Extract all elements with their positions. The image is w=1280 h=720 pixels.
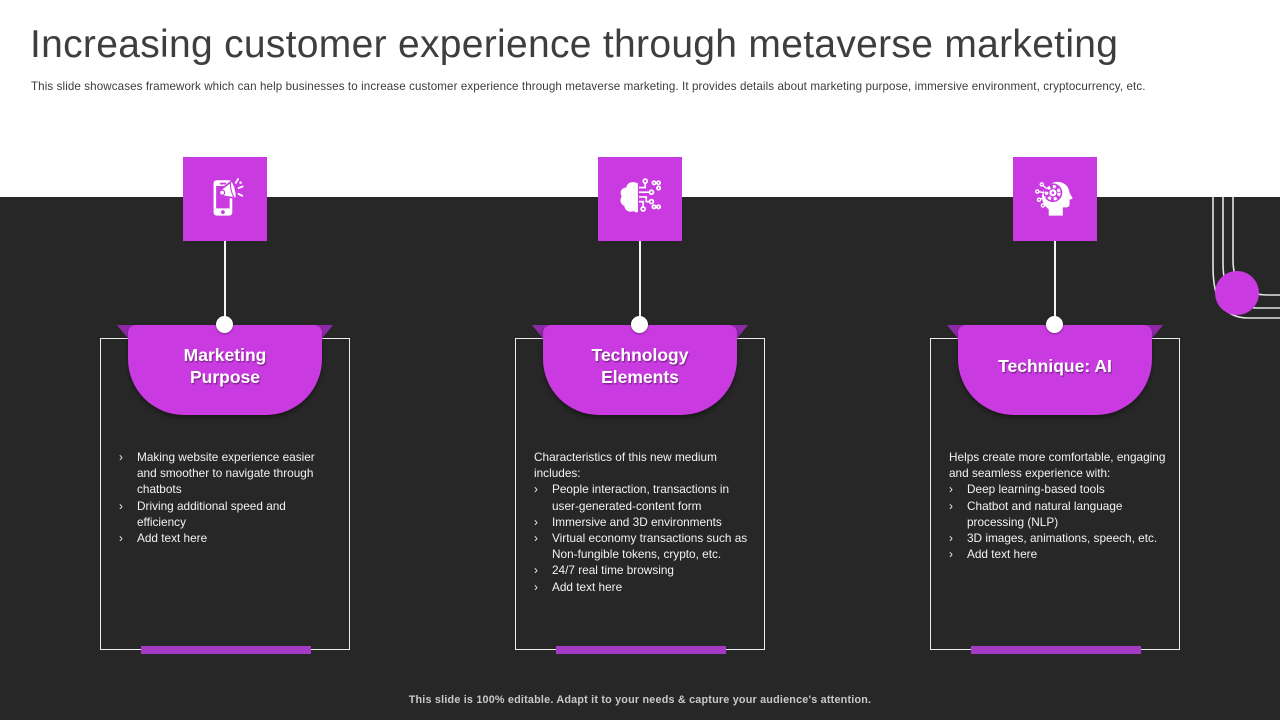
bullet-item: › Add text here [534, 579, 752, 595]
page-title: Increasing customer experience through m… [30, 23, 1119, 66]
bullet-text: Making website experience easier and smo… [137, 450, 315, 497]
bullet-marker: › [949, 482, 953, 497]
bullet-item: › Virtual economy transactions such as No… [534, 530, 752, 562]
card-header-label: Technique: AI [998, 356, 1112, 377]
bullet-text: 3D images, animations, speech, etc. [967, 531, 1158, 546]
bullet-list: › Making website experience easier and sm… [119, 449, 337, 546]
card-accent-bar [971, 645, 1141, 654]
bullet-marker: › [534, 482, 538, 497]
bullet-marker: › [534, 531, 538, 546]
card-intro: Characteristics of this new medium inclu… [534, 450, 717, 481]
card-header: Technology Elements [543, 325, 737, 415]
bullet-text: Add text here [967, 547, 1038, 562]
bullet-item: › Add text here [949, 546, 1167, 562]
bullet-item: › People interaction, transactions in use… [534, 481, 752, 513]
bullet-marker: › [534, 579, 538, 594]
connector-dot [216, 316, 233, 333]
card-header: Marketing Purpose [128, 325, 322, 415]
connector-line [639, 241, 641, 325]
bullet-item: › 24/7 real time browsing [534, 562, 752, 578]
bullet-list: › People interaction, transactions in use… [534, 481, 752, 594]
framework-column-technique-ai: Technique: AI Helps create more comforta… [930, 157, 1180, 657]
brain-circuit-icon [598, 157, 682, 241]
bullet-item: › Making website experience easier and sm… [119, 449, 337, 498]
bullet-marker: › [949, 547, 953, 562]
bullet-item: › Chatbot and natural language processing… [949, 498, 1167, 530]
connector-dot [1046, 316, 1063, 333]
bullet-text: Add text here [137, 531, 208, 546]
card-accent-bar [141, 645, 311, 654]
corner-lines-decoration [1212, 197, 1280, 319]
connector-dot [631, 316, 648, 333]
card-body: › Making website experience easier and sm… [119, 449, 337, 546]
framework-column-technology-elements: Technology Elements Characteristics of t… [515, 157, 765, 657]
bullet-item: › Driving additional speed and efficiency [119, 498, 337, 530]
bullet-marker: › [119, 450, 123, 464]
card-header: Technique: AI [958, 325, 1152, 415]
card-header-label: Marketing Purpose [183, 345, 267, 387]
bullet-text: People interaction, transactions in user… [552, 482, 730, 513]
bullet-text: 24/7 real time browsing [552, 563, 674, 578]
bullet-text: Virtual economy transactions such as Non… [552, 531, 748, 562]
footer-note: This slide is 100% editable. Adapt it to… [408, 694, 872, 706]
accent-circle [1215, 271, 1259, 315]
bullet-text: Add text here [552, 579, 623, 594]
bullet-text: Chatbot and natural language processing … [967, 498, 1123, 529]
card: Helps create more comfortable, engaging … [930, 338, 1180, 654]
card-header-label: Technology Elements [591, 345, 689, 387]
bullet-text: Deep learning-based tools [967, 482, 1105, 497]
page-subtitle: This slide showcases framework which can… [31, 80, 1146, 93]
card-body: Characteristics of this new medium inclu… [534, 449, 752, 595]
card: Characteristics of this new medium inclu… [515, 338, 765, 654]
bullet-item: › Add text here [119, 530, 337, 546]
mobile-megaphone-icon [183, 157, 267, 241]
bullet-list: › Deep learning-based tools › Chatbot and n… [949, 481, 1167, 562]
connector-line [224, 241, 226, 325]
bullet-marker: › [949, 531, 953, 546]
bullet-item: › 3D images, animations, speech, etc. [949, 530, 1167, 546]
bullet-marker: › [119, 498, 123, 513]
card: › Making website experience easier and sm… [100, 338, 350, 654]
bullet-text: Immersive and 3D environments [552, 514, 722, 529]
bullet-marker: › [949, 498, 953, 513]
head-gear-icon [1013, 157, 1097, 241]
bullet-item: › Immersive and 3D environments [534, 514, 752, 530]
framework-column-marketing-purpose: Marketing Purpose › Making website experi… [100, 157, 350, 657]
connector-line [1054, 241, 1056, 325]
bullet-text: Driving additional speed and efficiency [137, 498, 286, 529]
bullet-marker: › [534, 514, 538, 529]
bullet-marker: › [119, 531, 123, 546]
bullet-marker: › [534, 563, 538, 578]
bullet-item: › Deep learning-based tools [949, 481, 1167, 497]
card-accent-bar [556, 645, 726, 654]
card-intro: Helps create more comfortable, engaging … [949, 450, 1166, 481]
card-body: Helps create more comfortable, engaging … [949, 449, 1167, 562]
